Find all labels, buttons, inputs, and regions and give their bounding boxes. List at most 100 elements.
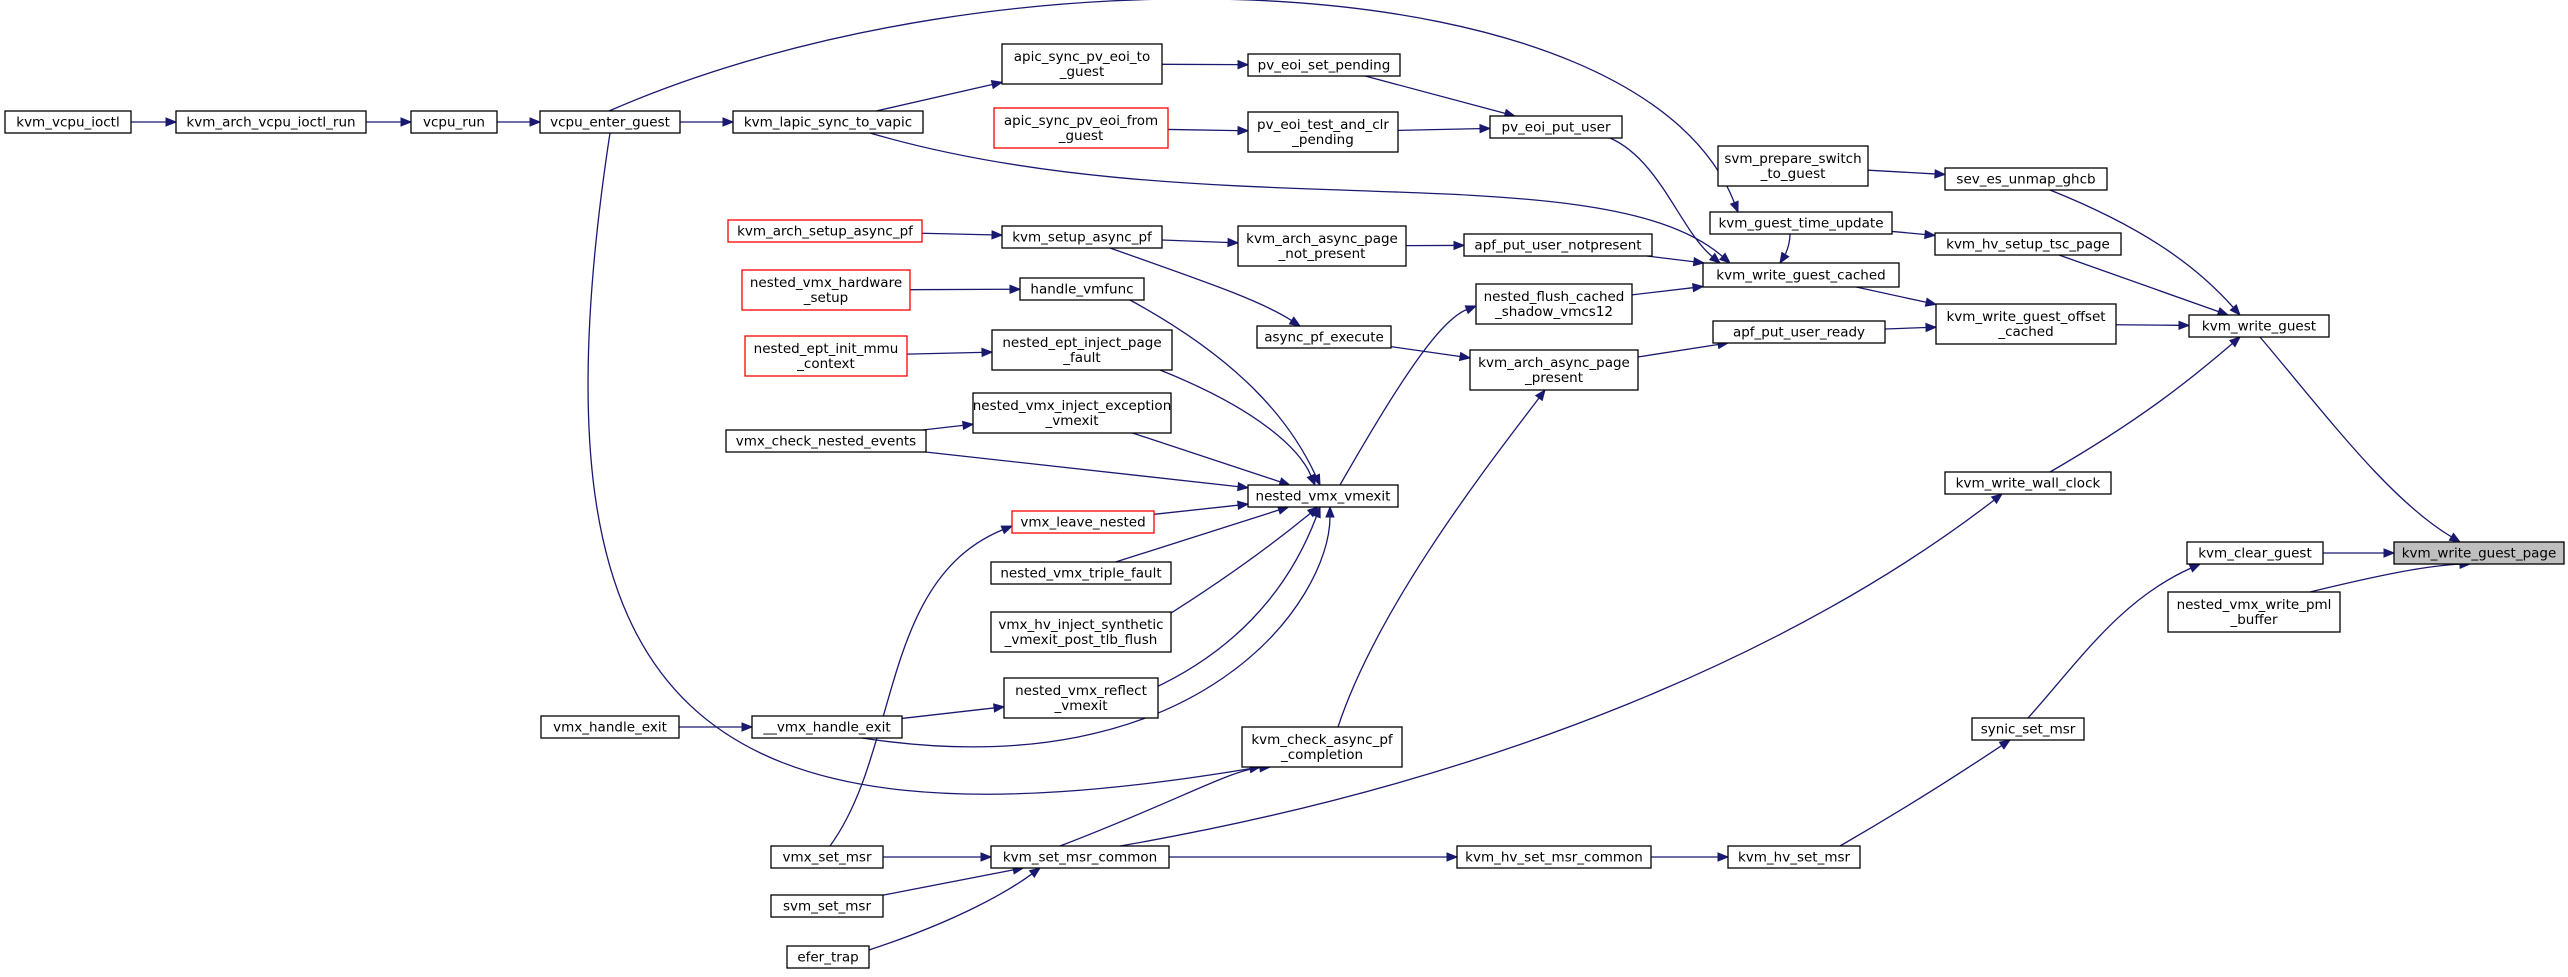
node-vmx-set-msr[interactable]: vmx_set_msr [770,845,884,869]
node-kvm-write-guest[interactable]: kvm_write_guest [2188,314,2330,338]
node-label: kvm_write_guest_cached [1716,268,1885,284]
edge-apic_sync_pv_eoi_to_guest-to-pv_eoi_set_pending [1161,59,1250,70]
arrowhead [1692,283,1705,293]
node-label: apic_sync_pv_eoi_to [1014,49,1150,65]
node-box [2167,591,2341,633]
node-kvm-hv-set-msr[interactable]: kvm_hv_set_msr [1727,845,1861,869]
node-kvm-guest-time-update[interactable]: kvm_guest_time_update [1709,211,1893,235]
edge-kvm_arch_vcpu_ioctl_run-to-vcpu_run [366,117,413,127]
node-kvm-vcpu-ioctl[interactable]: kvm_vcpu_ioctl [4,110,132,134]
edge-line [868,873,1033,951]
edge-line [1339,309,1467,486]
nodes-layer: kvm_write_guest_page kvm_write_guest kvm_c… [4,43,2565,969]
node-vmx-hv-inject-synthetic-vmexit-post-tlb-flush[interactable]: vmx_hv_inject_synthetic_vmexit_post_tlb_… [990,611,1172,653]
node-box [2188,314,2330,338]
edge-line [1132,432,1281,483]
edge-line [1637,343,1719,358]
node-nested-vmx-reflect-vmexit[interactable]: nested_vmx_reflect_vmexit [1003,677,1159,719]
node---vmx-handle-exit[interactable]: __vmx_handle_exit [751,715,903,739]
node-nested-ept-init-mmu-context[interactable]: nested_ept_init_mmu_context [744,335,908,377]
node-label: _vmexit_post_tlb_flush [1004,632,1158,648]
node-kvm-write-guest-page[interactable]: kvm_write_guest_page [2393,541,2565,565]
node-kvm-write-guest-cached[interactable]: kvm_write_guest_cached [1702,262,1900,288]
node-box [727,219,923,243]
edge-line [1891,230,1926,236]
node-box [1489,115,1623,139]
node-efer-trap[interactable]: efer_trap [786,945,870,969]
node-handle-vmfunc[interactable]: handle_vmfunc [1019,277,1145,301]
edge-kvm_clear_guest-to-kvm_write_guest_page [2323,548,2396,558]
node-kvm-arch-setup-async-pf[interactable]: kvm_arch_setup_async_pf [727,219,923,243]
edge-line [2309,563,2461,593]
node-nested-vmx-triple-fault[interactable]: nested_vmx_triple_fault [990,561,1172,585]
arrowhead [1692,257,1706,267]
node-apic-sync-pv-eoi-from-guest[interactable]: apic_sync_pv_eoi_from_guest [993,107,1169,149]
node-kvm-hv-setup-tsc-page[interactable]: kvm_hv_setup_tsc_page [1934,232,2122,256]
edge-line [1867,169,1936,175]
node-svm-set-msr[interactable]: svm_set_msr [770,894,884,918]
node-vmx-handle-exit[interactable]: vmx_handle_exit [540,715,680,739]
node-box [1256,325,1392,349]
node-apf-put-user-notpresent[interactable]: apf_put_user_notpresent [1463,233,1653,257]
node-box [990,561,1172,585]
node-vcpu-enter-guest[interactable]: vcpu_enter_guest [539,110,681,134]
edge-line [1390,345,1461,358]
node-svm-prepare-switch-to-guest[interactable]: svm_prepare_switch_to_guest [1717,145,1869,187]
node-nested-vmx-write-pml-buffer[interactable]: nested_vmx_write_pml_buffer [2167,591,2341,633]
node-nested-vmx-hardware-setup[interactable]: nested_vmx_hardware_setup [741,269,911,311]
node-box [741,269,911,311]
node-nested-ept-inject-page-fault[interactable]: nested_ept_inject_page_fault [991,329,1173,371]
node-box [4,110,132,134]
node-kvm-arch-async-page-not-present[interactable]: kvm_arch_async_page_not_present [1237,225,1407,267]
edge-line [1364,75,1506,115]
node-vmx-check-nested-events[interactable]: vmx_check_nested_events [725,429,927,453]
node-kvm-set-msr-common[interactable]: kvm_set_msr_common [990,845,1170,869]
node-vcpu-run[interactable]: vcpu_run [410,110,498,134]
node-kvm-clear-guest[interactable]: kvm_clear_guest [2186,541,2324,565]
node-kvm-write-wall-clock[interactable]: kvm_write_wall_clock [1944,471,2112,495]
node-label: vcpu_enter_guest [550,115,670,131]
node-box [1247,111,1399,153]
node-label: nested_vmx_reflect [1015,683,1147,699]
edge-line [906,351,983,355]
arrowhead [1288,316,1302,327]
node-kvm-lapic-sync-to-vapic[interactable]: kvm_lapic_sync_to_vapic [732,110,924,134]
node-box [725,429,927,453]
node-pv-eoi-test-and-clr-pending[interactable]: pv_eoi_test_and_clr_pending [1247,111,1399,153]
edge-kvm_guest_time_update-to-kvm_hv_setup_tsc_page [1891,229,1937,240]
edge-efer_trap-to-kvm_set_msr_common [868,867,1042,951]
arrowhead [1237,125,1250,136]
node-box [990,611,1172,653]
node-label: _pending [1291,132,1354,148]
node-label: _guest [1058,128,1104,144]
node-sev-es-unmap-ghcb[interactable]: sev_es_unmap_ghcb [1944,167,2108,191]
node-apf-put-user-ready[interactable]: apf_put_user_ready [1712,320,1886,344]
arrowhead [400,117,413,127]
edge-vmx_set_msr-to-vmx_leave_nested [829,525,1014,847]
node-pv-eoi-put-user[interactable]: pv_eoi_put_user [1489,115,1623,139]
node-kvm-check-async-pf-completion[interactable]: kvm_check_async_pf_completion [1241,726,1403,768]
node-vmx-leave-nested[interactable]: vmx_leave_nested [1011,510,1155,534]
node-apic-sync-pv-eoi-to-guest[interactable]: apic_sync_pv_eoi_to_guest [1001,43,1163,85]
node-box [1011,510,1155,534]
node-kvm-arch-vcpu-ioctl-run[interactable]: kvm_arch_vcpu_ioctl_run [175,110,367,134]
node-kvm-hv-set-msr-common[interactable]: kvm_hv_set_msr_common [1456,845,1652,869]
node-nested-flush-cached-shadow-vmcs12[interactable]: nested_flush_cached_shadow_vmcs12 [1475,283,1633,325]
node-kvm-arch-async-page-present[interactable]: kvm_arch_async_page_present [1469,349,1639,391]
node-label: nested_vmx_write_pml [2177,597,2332,613]
arrowhead [1453,240,1466,251]
node-async-pf-execute[interactable]: async_pf_execute [1256,325,1392,349]
node-kvm-setup-async-pf[interactable]: kvm_setup_async_pf [1001,225,1163,249]
node-synic-set-msr[interactable]: synic_set_msr [1971,717,2085,741]
node-nested-vmx-inject-exception-vmexit[interactable]: nested_vmx_inject_exception_vmexit [972,392,1172,434]
arrowhead [1534,388,1546,402]
node-pv-eoi-set-pending[interactable]: pv_eoi_set_pending [1247,53,1401,77]
edge-kvm_setup_async_pf-to-kvm_arch_async_page_not_present [1161,237,1240,248]
edge-line [2115,324,2180,326]
edge-kvm_set_msr_common-to-kvm_check_async_pf_completion [1059,763,1272,847]
edge-synic_set_msr-to-kvm_clear_guest [2027,563,2202,719]
edge-line [1884,326,1927,330]
node-kvm-write-guest-offset-cached[interactable]: kvm_write_guest_offset_cached [1935,303,2117,345]
node-nested-vmx-vmexit[interactable]: nested_vmx_vmexit [1247,484,1399,508]
node-label: kvm_hv_set_msr [1738,850,1851,866]
